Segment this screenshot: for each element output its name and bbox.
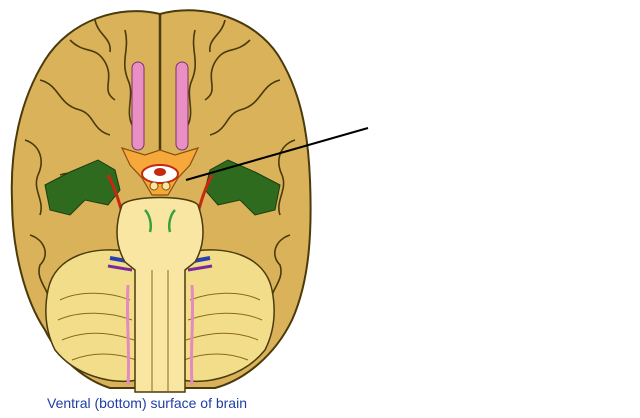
figure-caption: Ventral (bottom) surface of brain [47,395,247,411]
olfactory-tracts [131,61,189,151]
cerebellum [45,249,275,382]
temporal-nerve-right [204,159,281,216]
cranial-nerves [107,256,213,386]
optic-chiasm [120,147,200,196]
brainstem [116,196,204,393]
temporal-nerve-left [44,159,121,216]
pointer-line [185,127,369,181]
